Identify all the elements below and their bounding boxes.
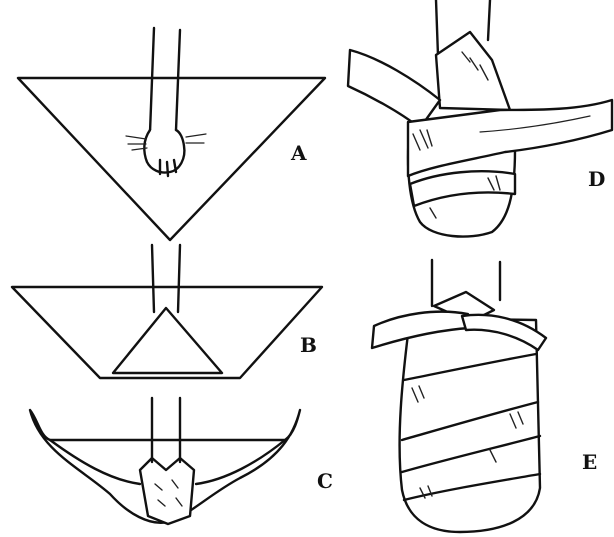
label-e: E <box>582 450 597 474</box>
label-d: D <box>588 167 605 191</box>
folded-bandage-b <box>12 287 322 378</box>
panel-e: E <box>372 260 597 532</box>
label-a: A <box>290 141 307 165</box>
knot-c <box>140 458 194 524</box>
panel-b: B <box>12 245 322 378</box>
panel-a: A <box>18 28 325 240</box>
label-c: C <box>317 469 333 493</box>
panel-c: C <box>30 398 333 524</box>
label-b: B <box>300 333 317 357</box>
hand-wrap-e <box>400 318 540 532</box>
bandage-tail-left-d <box>348 50 440 128</box>
point-flap-d <box>436 32 510 110</box>
panel-d: D <box>348 0 612 237</box>
